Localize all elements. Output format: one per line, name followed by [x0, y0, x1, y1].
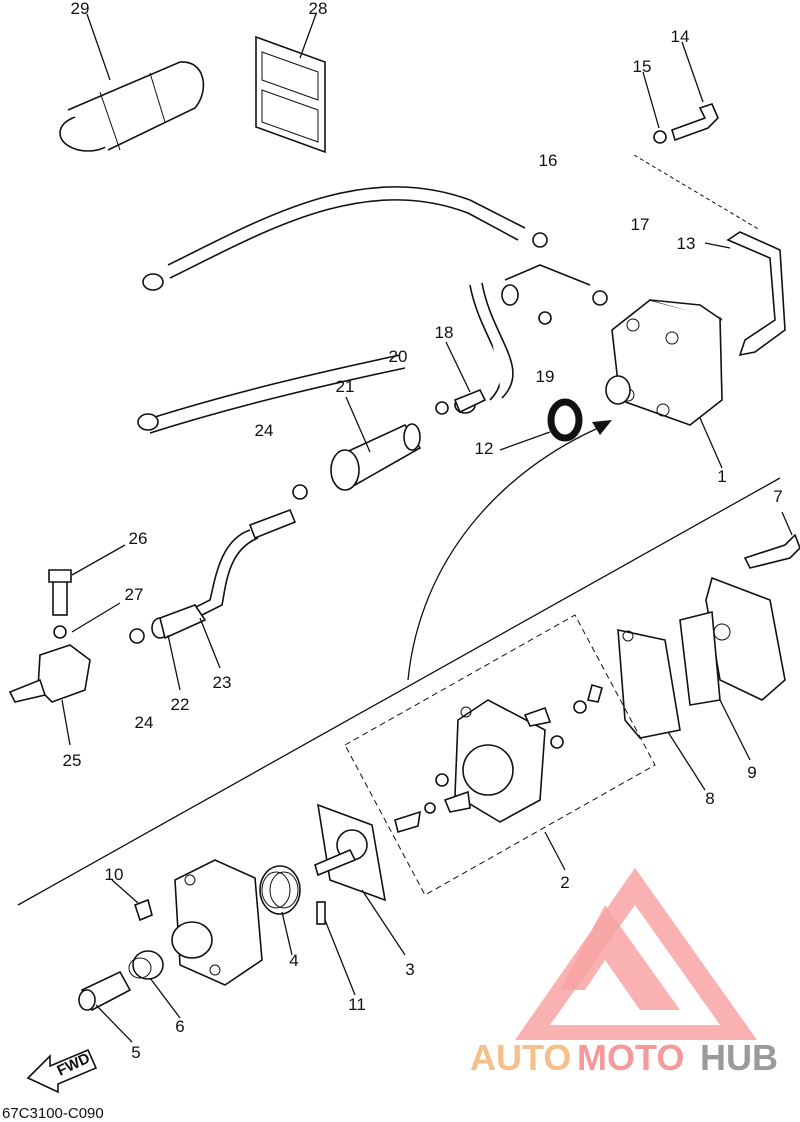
part-14-bolt [633, 41, 761, 231]
watermark-logo [515, 868, 757, 1040]
part-2-pump-body [344, 614, 656, 896]
fwd-arrow-icon: FWD [26, 1048, 98, 1094]
clips [129, 232, 608, 644]
callout-24-upper: 24 [255, 421, 274, 440]
callout-1: 1 [717, 467, 726, 486]
callout-17: 17 [631, 215, 650, 234]
part-1-fuel-pump [605, 299, 723, 469]
part-28-label [255, 13, 326, 154]
callout-8: 8 [705, 789, 714, 808]
part-7-screw [743, 511, 800, 569]
part-11-pin [316, 901, 356, 996]
callout-11: 11 [348, 995, 366, 1014]
hose-lower [151, 508, 297, 691]
callout-5: 5 [131, 1043, 140, 1062]
callout-27: 27 [125, 585, 144, 604]
callout-15: 15 [633, 57, 652, 76]
part-6-spring [128, 950, 181, 1019]
callout-25: 25 [63, 751, 82, 770]
callout-18: 18 [435, 323, 454, 342]
part-lower-cover [111, 859, 263, 986]
callout-2: 2 [560, 873, 569, 892]
callout-13: 13 [677, 234, 696, 253]
divider-line [17, 477, 781, 906]
callout-6: 6 [175, 1017, 184, 1036]
part-5-plunger [78, 970, 133, 1043]
drawing-code: 67C3100-C090 [2, 1105, 104, 1122]
watermark-auto: AUTO [470, 1037, 571, 1078]
callout-29: 29 [71, 0, 90, 18]
watermark-text: AUTO MOTO HUB [470, 1037, 778, 1078]
part-9-cover [679, 576, 786, 761]
callout-21: 21 [336, 377, 355, 396]
watermark-hub: HUB [700, 1037, 778, 1078]
callout-3: 3 [405, 960, 414, 979]
callout-28: 28 [309, 0, 328, 18]
part-25-fitting [8, 544, 126, 746]
part-3-diaphragm [314, 803, 406, 956]
part-13-bracket [704, 231, 786, 357]
callout-12: 12 [475, 439, 494, 458]
callout-20: 20 [389, 347, 408, 366]
callout-23: 23 [213, 673, 232, 692]
callout-22: 22 [171, 695, 190, 714]
part-18-pipe [445, 341, 487, 414]
callout-10: 10 [105, 865, 124, 884]
callout-7: 7 [773, 487, 782, 506]
callout-labels: 1 2 3 4 5 6 7 8 9 10 11 12 13 14 15 16 1… [63, 0, 783, 1062]
part-4-spring [259, 865, 301, 956]
watermark-moto: MOTO [577, 1037, 684, 1078]
callout-26: 26 [129, 529, 148, 548]
callout-19: 19 [536, 367, 555, 386]
callout-9: 9 [747, 763, 756, 782]
callout-16: 16 [539, 151, 558, 170]
callout-24-lower: 24 [135, 713, 154, 732]
part-21-filter [330, 396, 422, 491]
assembly-arrow [407, 424, 606, 681]
part-8-gasket [617, 628, 706, 791]
part-12-o-ring [547, 398, 583, 442]
callout-4: 4 [289, 951, 298, 970]
callout-14: 14 [671, 27, 690, 46]
part-29-sleeve [59, 13, 205, 152]
hose-upper [137, 186, 591, 434]
